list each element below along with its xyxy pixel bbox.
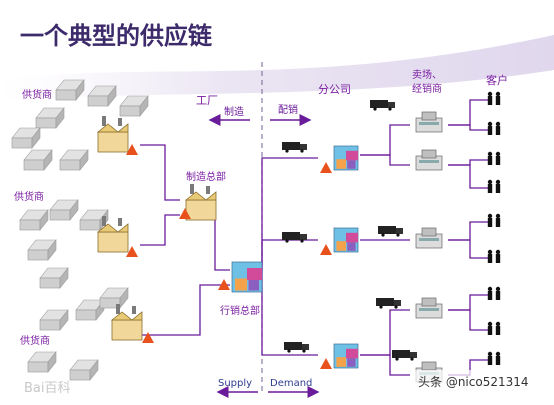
customer-icon xyxy=(495,151,501,165)
retail-register-icon xyxy=(415,149,443,171)
warehouse-icon xyxy=(99,287,129,309)
customer-icon xyxy=(487,179,493,193)
inventory-triangle xyxy=(320,358,332,369)
customer-icon xyxy=(495,286,501,300)
customer-icon xyxy=(495,121,501,135)
inventory-triangle xyxy=(142,332,154,343)
inventory-triangle xyxy=(218,279,230,290)
retail-label-2: 经销商 xyxy=(412,82,442,95)
inventory-triangle xyxy=(126,246,138,257)
customer-icon xyxy=(495,321,501,335)
inventory-triangle xyxy=(320,162,332,173)
retail-register-icon xyxy=(415,227,443,249)
supplier-label-1: 供货商 xyxy=(22,88,52,101)
warehouse-icon xyxy=(27,351,57,373)
supplier-label-2: 供货商 xyxy=(14,190,44,203)
warehouse-icon xyxy=(55,79,85,101)
warehouse-icon xyxy=(23,149,53,171)
marketing-hq-label: 行销总部 xyxy=(220,304,260,317)
plant-icons xyxy=(96,116,217,341)
truck-icon xyxy=(370,100,395,111)
customer-icon xyxy=(495,351,501,365)
truck-icon xyxy=(378,226,403,237)
warehouse-icon xyxy=(35,107,65,129)
warehouse-icon xyxy=(39,267,69,289)
plant-icon xyxy=(110,304,143,341)
plant-icon xyxy=(96,116,129,153)
background-swoosh xyxy=(0,35,554,100)
truck-icon xyxy=(282,142,307,153)
customer-icon xyxy=(487,91,493,105)
plant-icon xyxy=(96,216,129,253)
customer-icon xyxy=(495,249,501,263)
demand-label: Demand xyxy=(270,378,312,389)
retail-register-icon xyxy=(415,111,443,133)
credit-watermark: 头条 @nico521314 xyxy=(418,375,529,389)
inventory-triangle xyxy=(320,244,332,255)
hub-icons xyxy=(231,145,359,369)
truck-icon xyxy=(376,298,401,309)
customer-icons xyxy=(487,91,501,365)
warehouse-icon xyxy=(119,95,149,117)
manufacturing-hq-label: 制造总部 xyxy=(186,170,226,183)
warehouse-icon xyxy=(87,85,117,107)
warehouse-icon xyxy=(69,359,99,381)
customer-icon xyxy=(487,351,493,365)
customer-icon xyxy=(487,286,493,300)
truck-icons xyxy=(282,100,417,361)
warehouse-icon xyxy=(11,127,41,149)
retail-register-icon xyxy=(415,297,443,319)
warehouse-icon xyxy=(59,149,89,171)
customer-icon xyxy=(487,213,493,227)
retail-label-1: 卖场、 xyxy=(412,68,442,81)
branch-label: 分公司 xyxy=(318,83,351,96)
distribution-label: 配销 xyxy=(278,103,298,116)
warehouse-icon xyxy=(49,199,79,221)
baidu-watermark: Bai百科 xyxy=(24,381,71,396)
supplier-warehouses xyxy=(11,79,149,381)
customer-icon xyxy=(495,91,501,105)
supplier-label-3: 供货商 xyxy=(20,334,50,347)
customer-icon xyxy=(487,121,493,135)
warehouse-icon xyxy=(27,239,57,261)
factory-label: 工厂 xyxy=(196,94,218,107)
page-title: 一个典型的供应链 xyxy=(20,22,213,50)
customer-icon xyxy=(487,151,493,165)
warehouse-icon xyxy=(19,209,49,231)
truck-icon xyxy=(282,232,307,243)
truck-icon xyxy=(284,342,309,353)
plant-icon xyxy=(184,184,217,221)
distribution-hub-icon xyxy=(333,343,359,369)
customer-icon xyxy=(487,249,493,263)
customer-icon xyxy=(495,213,501,227)
supply-label: Supply xyxy=(218,378,252,389)
customer-icon xyxy=(487,321,493,335)
credit-watermark-bg xyxy=(414,370,552,392)
distribution-hub-icon xyxy=(333,145,359,171)
inventory-triangle xyxy=(179,208,191,219)
distribution-hub-icon xyxy=(333,227,359,253)
customer-label: 客户 xyxy=(486,73,508,87)
manufacture-label: 制造 xyxy=(224,105,244,118)
warehouse-icon xyxy=(39,309,69,331)
truck-icon xyxy=(392,350,417,361)
inventory-triangle xyxy=(126,144,138,155)
customer-icon xyxy=(495,179,501,193)
distribution-hub-icon xyxy=(231,261,263,293)
inventory-triangles xyxy=(126,144,332,369)
retail-icons xyxy=(415,111,443,383)
